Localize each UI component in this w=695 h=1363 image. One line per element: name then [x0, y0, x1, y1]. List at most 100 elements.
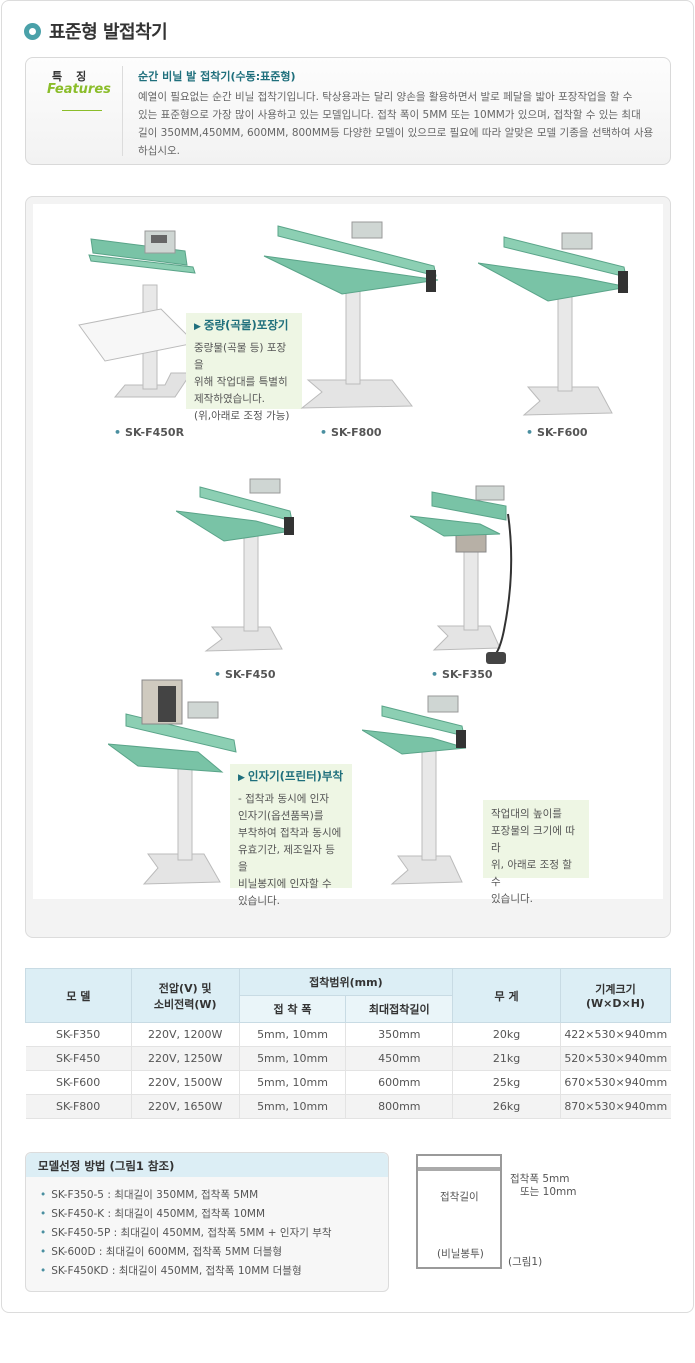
cell-size: 422×530×940mm: [559, 1022, 671, 1047]
cell-maxlen: 800mm: [345, 1094, 453, 1119]
table-row: SK-F600 220V, 1500W 5mm, 10mm 600mm 25kg…: [25, 1070, 671, 1095]
col-header-size-line: 기계크기: [595, 983, 636, 996]
cell-model: SK-F350: [25, 1022, 132, 1047]
note-line: 인자기(옵션품목)를: [238, 810, 324, 822]
cell-width: 5mm, 10mm: [238, 1046, 346, 1071]
features-heading: 순간 비닐 발 접착기(수동:표준형): [138, 70, 296, 83]
cell-size: 870×530×940mm: [559, 1094, 671, 1119]
model-selection-header: [26, 1153, 388, 1177]
list-item: SK-F450-K : 최대길이 450MM, 접착폭 10MM: [40, 1205, 332, 1224]
note-line: 제작하였습니다.: [194, 393, 265, 405]
note-line: 비닐봉지에 인자할 수: [238, 878, 332, 890]
machine-sk-f450r-image: [78, 230, 197, 398]
figure-seal-strip: [418, 1167, 500, 1171]
col-header-size: 기계크기 (W×D×H): [559, 968, 672, 1023]
page-title-row: 표준형 발접착기: [24, 18, 168, 44]
col-header-width: 접 착 폭: [238, 995, 347, 1023]
caption-text: SK-F450R: [125, 426, 185, 439]
note-line: - 접착과 동시에 인자: [238, 793, 330, 805]
features-divider: [122, 66, 123, 156]
caption-sk-f450r: •SK-F450R: [114, 426, 185, 439]
caption-text: SK-F350: [442, 668, 493, 681]
note-heavy-goods: ▶중량(곡물)포장기 중량물(곡물 등) 포장을 위해 작업대를 특별히 제작하…: [186, 313, 302, 422]
note-line: 작업대의 높이를: [491, 808, 562, 820]
machine-sk-f800-image: [263, 221, 439, 409]
spec-table: 모 델 전압(V) 및 소비전력(W) 접착범위(mm) 무 게 기계크기 (W…: [25, 968, 672, 1119]
col-header-power: 전압(V) 및 소비전력(W): [130, 968, 240, 1023]
note-line: 있습니다.: [491, 893, 533, 905]
figure-bag-outline: [416, 1154, 502, 1269]
page-title: 표준형 발접착기: [49, 22, 168, 43]
note-heavy-title: 중량(곡물)포장기: [203, 318, 289, 332]
col-header-power-line: 소비전력(W): [153, 997, 217, 1011]
cell-power: 220V, 1250W: [130, 1046, 240, 1071]
note-printer-title: 인자기(프린터)부착: [247, 769, 344, 783]
note-line: 위해 작업대를 특별히: [194, 376, 288, 388]
list-item: SK-F450-5P : 최대길이 450MM, 접착폭 5MM + 인자기 부…: [40, 1224, 331, 1243]
figure-bag-label: (비닐봉투): [437, 1248, 484, 1260]
features-description: 예열이 필요없는 순간 비닐 접착기입니다. 탁상용과는 달리 양손을 활용하면…: [138, 88, 658, 160]
col-header-maxlen: 최대접착길이: [345, 995, 454, 1023]
note-line: 중량물(곡물 등) 포장을: [194, 342, 287, 371]
cell-model: SK-F600: [25, 1070, 132, 1095]
features-line: 길이 350MM,450MM, 600MM, 800MM등 다양한 모델이 있으…: [138, 127, 654, 139]
caption-text: SK-F800: [331, 426, 382, 439]
table-row: SK-F350 220V, 1200W 5mm, 10mm 350mm 20kg…: [25, 1022, 671, 1047]
table-row: SK-F450 220V, 1250W 5mm, 10mm 450mm 21kg…: [25, 1046, 671, 1071]
features-label-en: Features: [47, 82, 111, 97]
features-underline: [62, 110, 102, 111]
note-line: 있습니다.: [238, 895, 280, 907]
list-item: SK-600D : 최대길이 600MM, 접착폭 5MM 더블형: [40, 1243, 332, 1262]
features-line: 하십시오.: [138, 145, 180, 157]
cell-power: 220V, 1200W: [130, 1022, 240, 1047]
caption-text: SK-F600: [537, 426, 588, 439]
figure-caption: (그림1): [508, 1256, 543, 1268]
model-selection-list: SK-F350-5 : 최대길이 350MM, 접착폭 5MM SK-F450-…: [40, 1186, 332, 1281]
note-line: 포장물의 크기에 따라: [491, 825, 575, 854]
note-line: 부착하여 접착과 동시에: [238, 827, 342, 839]
list-item: SK-F350-5 : 최대길이 350MM, 접착폭 5MM: [40, 1186, 332, 1205]
table-row: SK-F800 220V, 1650W 5mm, 10mm 800mm 26kg…: [25, 1094, 671, 1119]
list-item: SK-F450KD : 최대길이 450MM, 접착폭 10MM 더블형: [40, 1262, 332, 1281]
machine-sk-f450-image: [176, 478, 294, 652]
cell-width: 5mm, 10mm: [238, 1022, 346, 1047]
features-label-ko: 특징: [52, 70, 101, 83]
caption-sk-f800: •SK-F800: [320, 426, 382, 439]
note-printer-title-row: ▶인자기(프린터)부착: [238, 768, 344, 787]
col-header-size-line: (W×D×H): [586, 997, 645, 1010]
cell-weight: 25kg: [452, 1070, 561, 1095]
features-box: [25, 57, 671, 165]
cell-power: 220V, 1500W: [130, 1070, 240, 1095]
cell-weight: 26kg: [452, 1094, 561, 1119]
note-height-adjust: 작업대의 높이를 포장물의 크기에 따라 위, 아래로 조정 할 수 있습니다.: [483, 800, 589, 905]
note-line: (위,아래로 조정 가능): [194, 410, 290, 422]
machine-sk-f350-image: [410, 485, 513, 664]
cell-model: SK-F450: [25, 1046, 132, 1071]
triangle-icon: ▶: [194, 322, 201, 332]
machine-printer-attached-image: [108, 679, 237, 885]
machine-height-adjustable-image: [362, 695, 467, 885]
content-frame: [1, 0, 694, 1313]
cell-width: 5mm, 10mm: [238, 1070, 346, 1095]
caption-sk-f600: •SK-F600: [526, 426, 588, 439]
cell-size: 520×530×940mm: [559, 1046, 671, 1071]
cell-maxlen: 600mm: [345, 1070, 453, 1095]
figure-width-label-1: 접착폭 5mm: [510, 1173, 570, 1185]
col-header-range: 접착범위(mm): [238, 968, 454, 996]
machine-sk-f600-image: [478, 232, 629, 416]
cell-weight: 21kg: [452, 1046, 561, 1071]
note-line: 위, 아래로 조정 할 수: [491, 859, 572, 888]
features-line: 있는 표준형으로 가장 많이 사용하고 있는 모델입니다. 접착 폭이 5MM …: [138, 109, 641, 121]
figure-seal-label: 접착길이: [440, 1191, 479, 1203]
cell-maxlen: 350mm: [345, 1022, 453, 1047]
cell-model: SK-F800: [25, 1094, 132, 1119]
note-heavy-title-row: ▶중량(곡물)포장기: [194, 317, 294, 336]
cell-weight: 20kg: [452, 1022, 561, 1047]
note-printer-attachment: ▶인자기(프린터)부착 - 접착과 동시에 인자 인자기(옵션품목)를 부착하여…: [230, 764, 352, 907]
title-bullet-icon: [24, 22, 41, 40]
figure-width-label-2: 또는 10mm: [520, 1186, 577, 1198]
features-line: 예열이 필요없는 순간 비닐 접착기입니다. 탁상용과는 달리 양손을 활용하면…: [138, 91, 633, 103]
caption-sk-f450: •SK-F450: [214, 668, 276, 681]
note-line: 유효기간, 제조일자 등을: [238, 844, 335, 873]
caption-text: SK-F450: [225, 668, 276, 681]
